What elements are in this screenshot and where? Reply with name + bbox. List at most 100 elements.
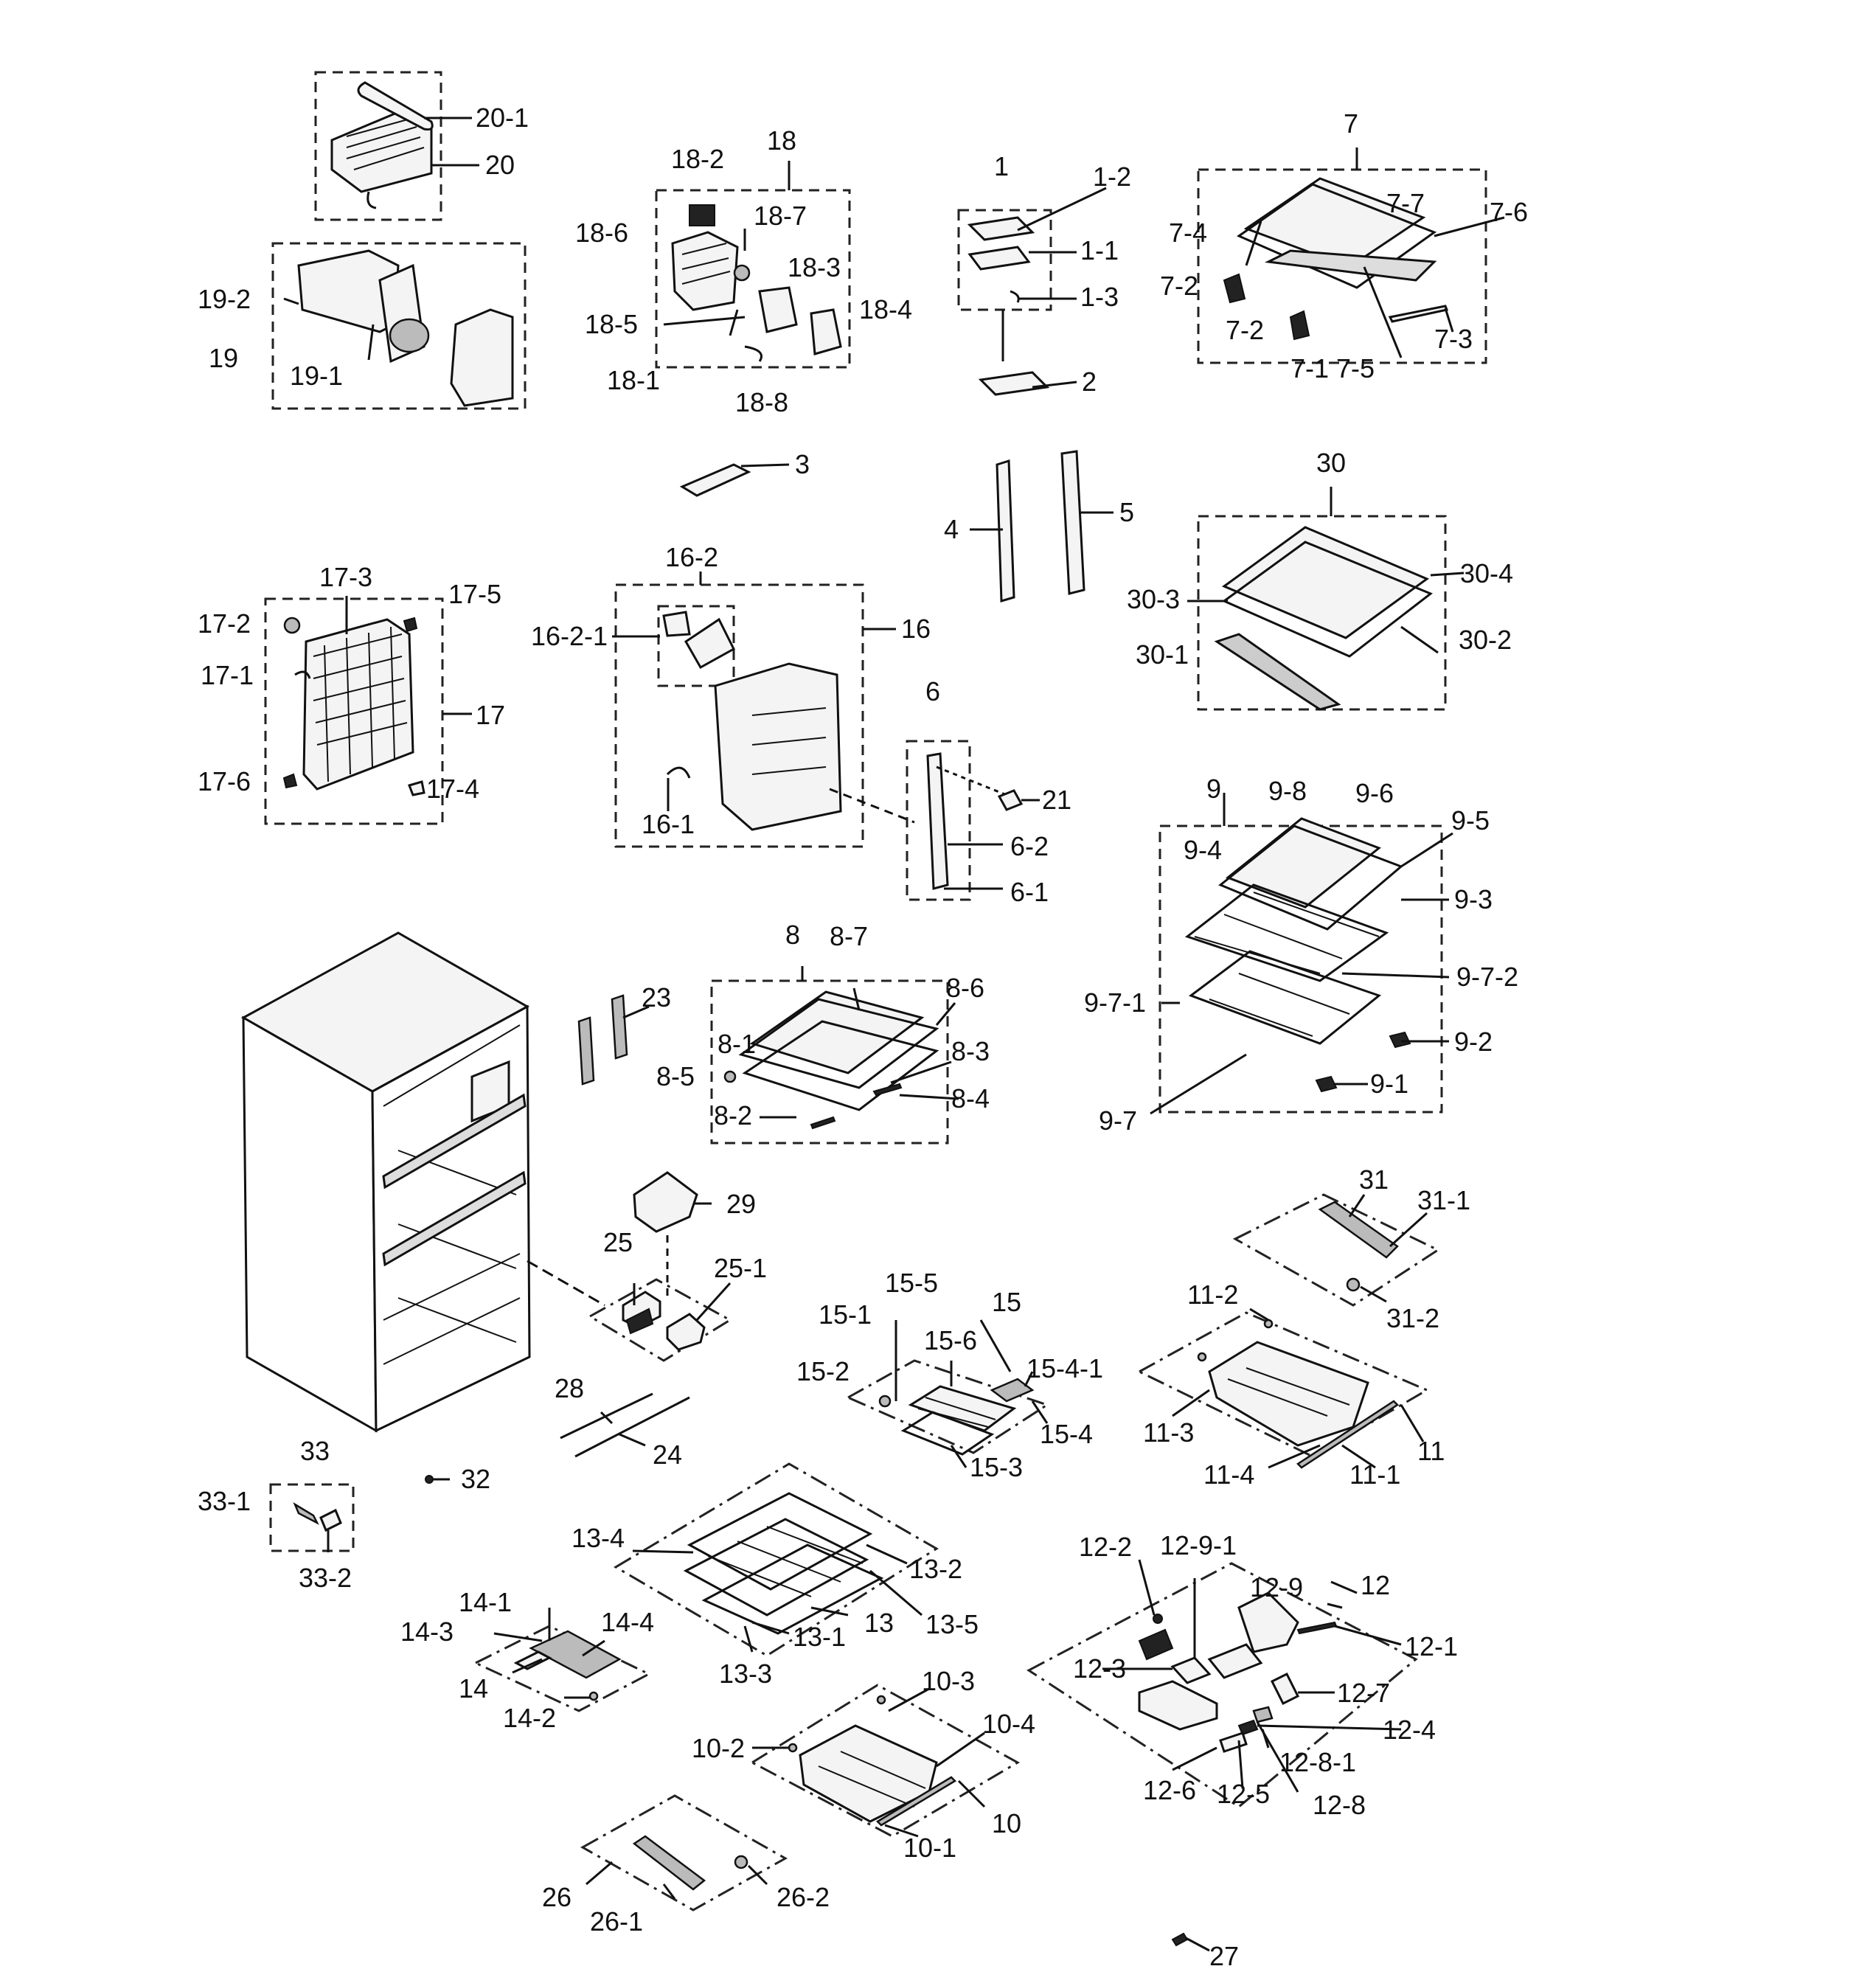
label-17-1: 17-1 — [201, 660, 254, 690]
label-8: 8 — [785, 920, 800, 950]
label-7: 7 — [1344, 108, 1358, 139]
label-15-3: 15-3 — [970, 1452, 1023, 1482]
label-9-4: 9-4 — [1184, 835, 1222, 865]
label-11-1: 11-1 — [1349, 1459, 1400, 1490]
part-group-18 — [655, 161, 851, 369]
label-4: 4 — [944, 514, 959, 544]
label-14: 14 — [459, 1673, 488, 1704]
part-group-25 — [588, 1171, 732, 1362]
label-14-2: 14-2 — [503, 1703, 556, 1733]
part-24-28 — [560, 1392, 690, 1458]
label-29: 29 — [726, 1189, 756, 1219]
part-group-13 — [614, 1462, 939, 1657]
label-8-7: 8-7 — [830, 921, 868, 951]
label-6: 6 — [925, 676, 940, 706]
label-30-4: 30-4 — [1460, 558, 1513, 588]
label-8-4: 8-4 — [951, 1083, 990, 1114]
label-13-2: 13-2 — [909, 1554, 962, 1584]
label-31: 31 — [1359, 1164, 1389, 1195]
label-13-4: 13-4 — [572, 1523, 625, 1553]
label-2: 2 — [1082, 367, 1097, 397]
label-13-1: 13-1 — [793, 1622, 846, 1652]
label-7-6: 7-6 — [1490, 197, 1528, 227]
label-33-2: 33-2 — [299, 1563, 352, 1593]
label-12: 12 — [1361, 1570, 1390, 1600]
label-7-7: 7-7 — [1386, 188, 1425, 218]
label-12-9: 12-9 — [1250, 1572, 1303, 1602]
label-9-7: 9-7 — [1099, 1105, 1137, 1136]
label-26-1: 26-1 — [590, 1906, 643, 1937]
label-15-4-1: 15-4-1 — [1026, 1353, 1103, 1383]
label-31-2: 31-2 — [1386, 1303, 1439, 1333]
label-17-5: 17-5 — [448, 579, 501, 609]
label-16: 16 — [901, 614, 931, 644]
part-group-17 — [264, 596, 472, 825]
part-group-9 — [1150, 793, 1453, 1115]
label-11-4: 11-4 — [1203, 1459, 1254, 1490]
label-12-1: 12-1 — [1405, 1631, 1458, 1661]
label-9-8: 9-8 — [1268, 776, 1307, 806]
label-33-1: 33-1 — [198, 1486, 251, 1516]
label-18-2: 18-2 — [671, 144, 724, 174]
label-1: 1 — [994, 151, 1009, 181]
label-17-3: 17-3 — [319, 562, 372, 592]
label-18-7: 18-7 — [754, 201, 807, 231]
part-27 — [1171, 1932, 1210, 1952]
label-10: 10 — [992, 1808, 1021, 1838]
part-group-11 — [1136, 1308, 1430, 1469]
label-9-3: 9-3 — [1454, 884, 1493, 914]
label-9-1: 9-1 — [1370, 1069, 1408, 1099]
part-group-15 — [845, 1319, 1050, 1468]
part-group-12 — [1026, 1559, 1418, 1808]
part-group-7 — [1197, 147, 1505, 364]
label-18-8: 18-8 — [735, 387, 788, 417]
label-14-3: 14-3 — [400, 1616, 454, 1647]
label-8-1: 8-1 — [718, 1029, 756, 1059]
label-18-4: 18-4 — [859, 294, 912, 324]
label-8-6: 8-6 — [946, 973, 984, 1003]
refrigerator-cabinet — [240, 931, 605, 1433]
label-12-8-1: 12-8-1 — [1279, 1747, 1356, 1777]
part-group-30 — [1187, 487, 1465, 711]
label-25: 25 — [603, 1227, 633, 1257]
part-group-33 — [269, 1475, 450, 1552]
part-4 — [970, 459, 1015, 602]
label-18-5: 18-5 — [585, 309, 638, 339]
label-17: 17 — [476, 700, 505, 730]
label-12-4: 12-4 — [1383, 1715, 1436, 1745]
label-25-1: 25-1 — [714, 1253, 767, 1283]
label-3: 3 — [795, 449, 810, 479]
part-group-14 — [473, 1608, 652, 1712]
part-3 — [679, 463, 790, 497]
label-8-3: 8-3 — [951, 1036, 990, 1066]
label-18-3: 18-3 — [788, 252, 841, 282]
label-7-4: 7-4 — [1169, 218, 1207, 248]
label-15-4: 15-4 — [1040, 1419, 1093, 1449]
label-24: 24 — [653, 1440, 682, 1470]
label-33: 33 — [300, 1436, 330, 1466]
label-9: 9 — [1206, 774, 1221, 804]
label-19-1: 19-1 — [290, 361, 343, 391]
label-27: 27 — [1209, 1941, 1239, 1969]
part-group-20 — [314, 71, 479, 221]
label-30-3: 30-3 — [1127, 584, 1180, 614]
label-9-5: 9-5 — [1451, 805, 1490, 836]
label-30-2: 30-2 — [1459, 625, 1512, 655]
label-31-1: 31-1 — [1417, 1185, 1470, 1215]
label-11-2: 11-2 — [1187, 1279, 1238, 1310]
label-13-5: 13-5 — [925, 1609, 979, 1639]
label-8-2: 8-2 — [714, 1100, 752, 1131]
part-5 — [1060, 450, 1114, 595]
label-1-1: 1-1 — [1080, 235, 1119, 265]
label-11: 11 — [1417, 1436, 1445, 1466]
label-9-7-1: 9-7-1 — [1084, 987, 1146, 1018]
label-16-2-1: 16-2-1 — [531, 621, 608, 651]
label-21: 21 — [1042, 785, 1071, 815]
label-13-3: 13-3 — [719, 1659, 772, 1689]
label-5: 5 — [1119, 497, 1134, 527]
label-10-4: 10-4 — [982, 1709, 1035, 1739]
label-28: 28 — [555, 1373, 584, 1403]
label-15-6: 15-6 — [924, 1325, 977, 1355]
label-18-6: 18-6 — [575, 218, 628, 248]
